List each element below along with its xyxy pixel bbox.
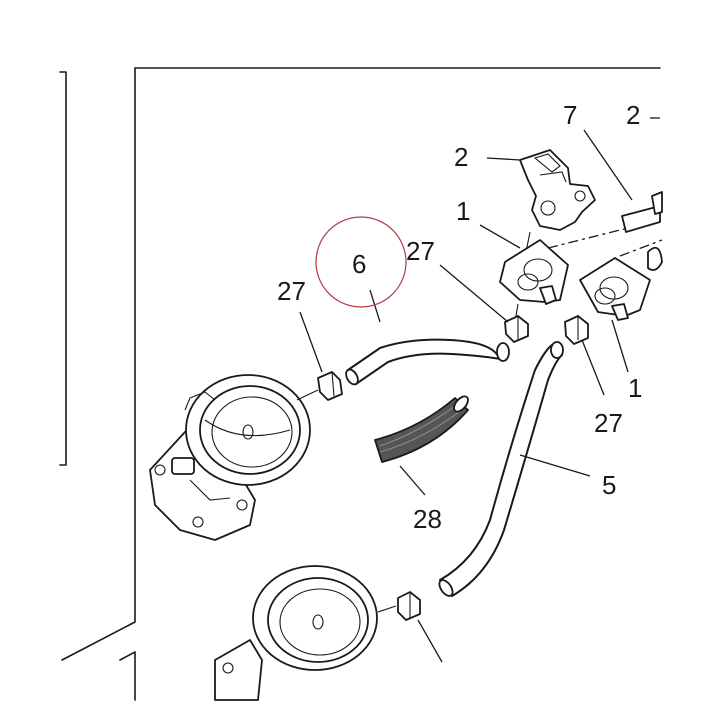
callout-27-right: 27	[594, 408, 623, 438]
highlight-circle	[315, 216, 407, 308]
callout-7: 7	[563, 100, 577, 130]
callout-27-left: 27	[277, 276, 306, 306]
hose-5	[438, 341, 564, 597]
callout-2-top: 2	[626, 100, 640, 130]
clamp-27-left	[317, 371, 343, 401]
callout-1-left: 1	[456, 196, 470, 226]
callout-2-sensor: 2	[454, 142, 468, 172]
callout-1-right: 1	[628, 373, 642, 403]
clamp-27-middle	[504, 315, 529, 343]
bracket-1-left	[499, 239, 569, 317]
pipe-7	[621, 191, 663, 271]
hose-6	[296, 338, 510, 401]
callout-5: 5	[602, 470, 616, 500]
throttle-body-left	[149, 374, 311, 541]
clamp-27-right	[564, 315, 589, 345]
clamp-bottom	[377, 591, 421, 621]
alignment-lines	[547, 227, 663, 257]
sensor-2	[519, 149, 596, 263]
leader-lines	[299, 117, 660, 663]
callout-28: 28	[413, 504, 442, 534]
throttle-body-lower	[214, 565, 378, 701]
sleeve-28	[374, 395, 469, 463]
diagram-frame	[59, 67, 661, 701]
bracket-1-right	[579, 257, 651, 321]
callout-27-middle: 27	[406, 236, 435, 266]
callout-6: 6	[352, 249, 366, 279]
